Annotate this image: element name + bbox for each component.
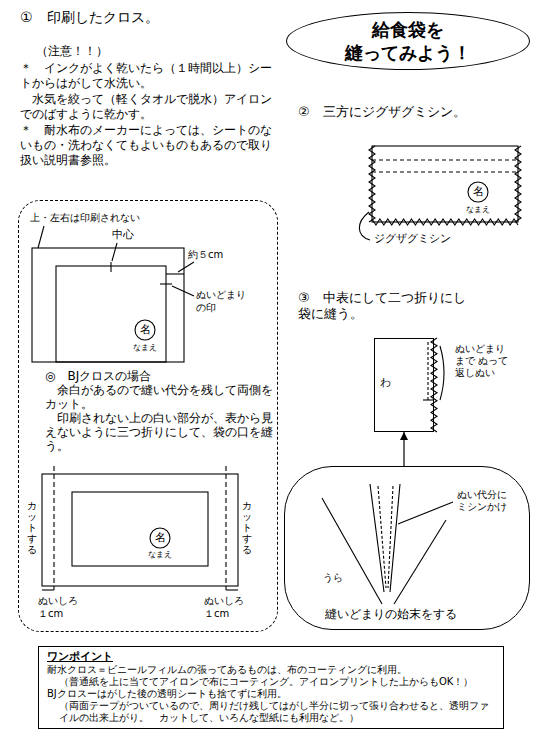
leader-line [112, 243, 117, 261]
dimension-line [166, 273, 184, 274]
node-heading: ぬい代分にミシンかけ [457, 489, 509, 513]
seam-line [378, 486, 386, 588]
node-text: 余白があるので縫い代分を残して両側をカット。 [45, 383, 281, 411]
seam-line [388, 486, 393, 588]
stamp-text: 名 [473, 185, 484, 199]
cloth-outline [372, 146, 518, 222]
leader-line [178, 262, 194, 272]
stamp-text: 名 [155, 531, 166, 545]
callout-label: ジグザグミシン [374, 232, 451, 246]
print-area [72, 492, 208, 566]
note-heading: （注意！！） [36, 44, 108, 59]
center-mark [110, 262, 111, 272]
fabric-edge [322, 498, 382, 604]
fold-label: わ [380, 376, 391, 390]
node-text: うら [323, 571, 343, 584]
connector-arrow [403, 432, 404, 466]
dimension-label: 約５cm [188, 248, 223, 261]
stamp-name: なまえ [133, 343, 157, 353]
seam-line [427, 342, 428, 400]
leader-line [359, 212, 370, 240]
stitch-mark-label: ぬいどまりの印 [196, 288, 254, 314]
step-heading: ① 印刷したクロス。 [20, 8, 159, 26]
node-text: 耐水クロス＝ビニールフィルムの張ってあるものは、布のコーティングに利用。 [47, 664, 495, 676]
zigzag-stitch [431, 338, 437, 432]
leader-line [172, 286, 194, 296]
stamp-name: なまえ [148, 550, 172, 560]
instruction-panel: ◎ BJクロスの場合余白があるので縫い代分を残して両側をカット。印刷されない上の… [18, 200, 278, 632]
node-text: 縫いどまりの始末をする [325, 607, 457, 622]
stamp-text: 名 [140, 323, 151, 337]
cloth-outline [32, 248, 184, 362]
cut-line [53, 466, 54, 590]
text-column: ◎ BJクロスの場合余白があるので縫い代分を残して両側をカット。印刷されない上の… [45, 369, 281, 453]
node-text: （普通紙を上に当ててアイロンで布にコーティング。アイロンプリントした上からもOK… [59, 676, 495, 688]
center-label: 中心 [112, 228, 134, 242]
step-heading: ③ 中表にして二つ折りにし袋に縫う。 [298, 290, 474, 322]
tip-box: ワンポイント耐水クロス＝ビニールフィルムの張ってあるものは、布のコーティングに利… [38, 646, 504, 729]
step-heading: ② 三方にジグザグミシン。 [298, 104, 466, 120]
note-text: 水気を絞って（軽くタオルで脱水）アイロンでのばすように乾かす。 [20, 92, 272, 122]
fold-line [372, 159, 518, 160]
name-stamp [135, 320, 155, 340]
zigzag-stitch [515, 146, 521, 222]
node-heading: ぬいどまり まで ぬって 返しぬい [455, 343, 511, 379]
node-heading: 給食袋を 縫ってみよう！ [306, 18, 510, 64]
fabric-edge [394, 520, 446, 604]
node-text: （両面テープがついているので、周りだけ残してはがし半分に切って張り合わせると、透… [59, 700, 495, 724]
stamp-name: なまえ [466, 205, 490, 215]
name-stamp [468, 182, 488, 202]
region-label: 上・左右は印刷されない [30, 211, 140, 224]
note-text: ＊ インクがよく乾いたら（１時間以上）シートからはがして水洗い。 [20, 61, 272, 91]
name-stamp [150, 528, 170, 548]
dimension-line [42, 589, 54, 590]
cut-line [225, 466, 226, 590]
cut-label: カットする [242, 500, 252, 555]
node-text: 印刷されない上の白い部分が、表から見えないように三つ折りにして、袋の口を縫う。 [45, 411, 281, 453]
stitch-mark [160, 283, 172, 284]
print-area [56, 266, 166, 362]
cloth-outline [42, 474, 238, 586]
dimension-label: ぬいしろ１cm [38, 594, 82, 620]
node-heading: ワンポイント [47, 650, 495, 664]
note-text: ＊ 耐水布のメーカーによっては、シートのないもの・洗わなくてもよいものもあるので… [20, 123, 272, 168]
dimension-line [226, 589, 238, 590]
fabric-edge [390, 484, 400, 592]
title-oval: 給食袋を 縫ってみよう！ [286, 12, 530, 70]
node-heading: ◎ BJクロスの場合 [45, 369, 281, 383]
cut-label: カットする [27, 500, 37, 555]
zigzag-stitch [369, 146, 375, 222]
node-text: BJクロスーはがした後の透明シートも捨てずに利用。 [47, 688, 495, 700]
stitch-mark [423, 399, 433, 400]
leader-line [38, 226, 44, 248]
detail-frame: ぬい代分にミシンかけうら縫いどまりの始末をする [284, 466, 530, 630]
leader-line [398, 502, 453, 524]
fold-line [372, 171, 518, 172]
bracket [440, 346, 444, 400]
dimension-label: ぬいしろ１cm [204, 594, 248, 620]
zigzag-stitch [372, 219, 518, 225]
